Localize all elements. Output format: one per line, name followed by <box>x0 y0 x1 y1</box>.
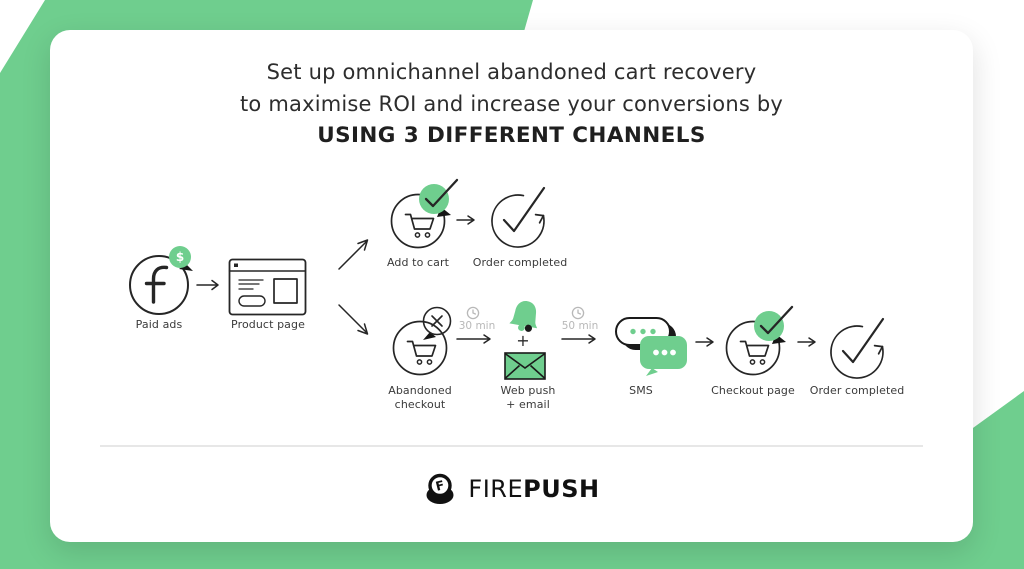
abandoned-checkout-label-line1: Abandoned <box>388 384 452 397</box>
title-line-1: Set up omnichannel abandoned cart recove… <box>266 60 757 84</box>
add-to-cart-label: Add to cart <box>386 256 450 269</box>
firepush-bell-icon: F <box>426 473 454 504</box>
delay-50min-label: 50 min <box>561 320 599 332</box>
check-badge-icon <box>419 178 459 217</box>
branch-arrow-up-icon <box>338 239 369 270</box>
product-page-label: Product page <box>231 318 305 331</box>
arrow-icon <box>456 215 475 225</box>
title-line-2: to maximise ROI and increase your conver… <box>239 92 784 116</box>
order-completed-bottom-label: Order completed <box>809 384 905 397</box>
x-badge-icon <box>422 306 452 340</box>
order-completed-top-label: Order completed <box>472 256 568 269</box>
product-page-icon <box>228 258 307 316</box>
order-completed-icon <box>830 317 885 379</box>
arrow-icon <box>695 337 714 347</box>
cart-icon <box>725 320 781 376</box>
order-completed-icon <box>491 186 546 248</box>
paid-ads-label: Paid ads <box>135 318 183 331</box>
paid-ads-node: $ <box>127 246 193 317</box>
check-badge-icon <box>754 305 794 344</box>
title-line-3: USING 3 DIFFERENT CHANNELS <box>317 123 706 148</box>
abandoned-checkout-node <box>392 306 452 376</box>
divider <box>100 445 923 447</box>
add-to-cart-node <box>390 178 459 249</box>
cart-icon <box>390 193 446 249</box>
cart-icon <box>392 320 448 376</box>
clock-icon <box>571 306 585 320</box>
card: Set up omnichannel abandoned cart recove… <box>50 30 973 542</box>
dollar-sign: $ <box>176 250 184 264</box>
arrow-icon <box>456 334 491 344</box>
arrow-icon <box>196 279 219 291</box>
title-block: Set up omnichannel abandoned cart recove… <box>50 56 973 152</box>
brand-fire: FIRE <box>468 475 524 503</box>
firepush-logo: F FIREPUSH <box>50 472 973 506</box>
dollar-badge-icon: $ <box>169 246 193 271</box>
checkout-page-label: Checkout page <box>711 384 795 397</box>
abandoned-checkout-label-line2: checkout <box>394 398 446 411</box>
sms-chat-bubbles-icon <box>615 317 687 376</box>
plus-sign: + <box>516 331 530 350</box>
arrow-icon <box>797 337 816 347</box>
web-push-label-line2: + email <box>506 398 550 411</box>
logo-letter: F <box>434 477 446 494</box>
web-push-label-line1: Web push <box>500 384 556 397</box>
web-push-bell-icon <box>509 301 538 332</box>
delay-30min-label: 30 min <box>458 320 496 332</box>
sms-label: SMS <box>629 384 653 397</box>
arrow-icon <box>561 334 596 344</box>
email-envelope-icon <box>504 352 546 380</box>
branch-arrow-down-icon <box>338 304 369 335</box>
clock-icon <box>466 306 480 320</box>
brand-push: PUSH <box>523 475 600 503</box>
checkout-page-node <box>725 305 794 376</box>
facebook-icon <box>129 255 189 315</box>
brand-name: FIREPUSH <box>468 475 599 503</box>
